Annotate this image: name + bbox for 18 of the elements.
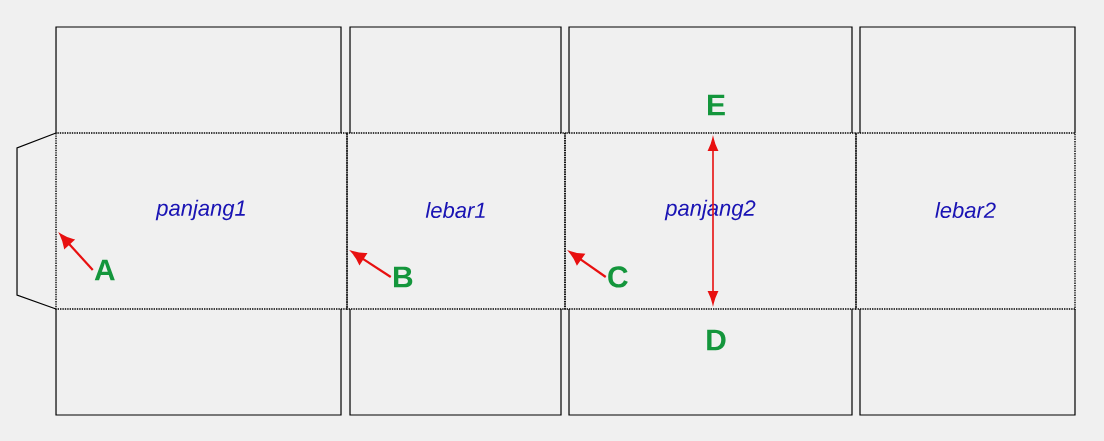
leader-arrow (59, 233, 94, 271)
flap-box (859, 308, 1076, 416)
side-panel: lebar2 (855, 132, 1076, 310)
flap-box (55, 308, 342, 416)
point-letter: B (394, 266, 413, 288)
point-letter: D (707, 329, 726, 351)
leader-arrow (351, 251, 392, 278)
glue-tab (16, 132, 57, 310)
flap-box (568, 308, 853, 416)
flap-box (349, 308, 562, 416)
point-letter: C (608, 266, 628, 288)
flap-box (349, 26, 562, 134)
flap-box (859, 26, 1076, 134)
flap-box (568, 26, 853, 134)
flap-box (55, 26, 342, 134)
leader-arrow (569, 251, 607, 278)
point-letter: A (94, 259, 115, 281)
point-letter: E (708, 94, 725, 116)
